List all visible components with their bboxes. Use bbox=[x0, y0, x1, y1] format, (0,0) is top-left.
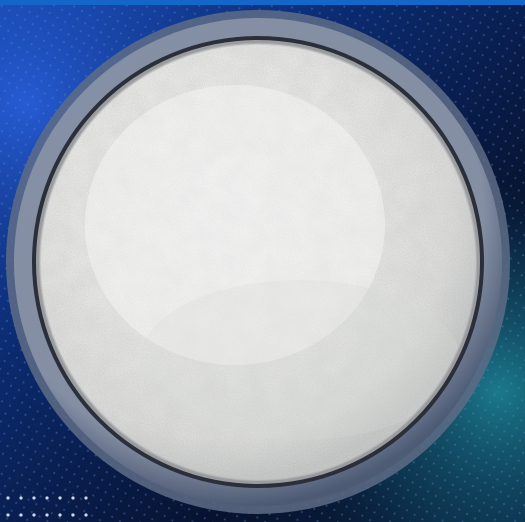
decorative-dots bbox=[6, 496, 88, 517]
powder-surface bbox=[40, 44, 476, 480]
top-accent-bar bbox=[0, 0, 525, 5]
decorative-dot bbox=[71, 513, 75, 517]
decorative-dot bbox=[45, 513, 49, 517]
decorative-dot bbox=[84, 513, 88, 517]
decorative-dot bbox=[32, 513, 36, 517]
decorative-dot bbox=[19, 513, 23, 517]
decorative-dot bbox=[32, 496, 36, 500]
decorative-dot bbox=[45, 496, 49, 500]
decorative-dot bbox=[84, 496, 88, 500]
decorative-dot bbox=[58, 513, 62, 517]
decorative-dot bbox=[19, 496, 23, 500]
decorative-dot bbox=[71, 496, 75, 500]
decorative-dot bbox=[58, 496, 62, 500]
decorative-dot bbox=[6, 513, 10, 517]
decorative-dot bbox=[6, 496, 10, 500]
